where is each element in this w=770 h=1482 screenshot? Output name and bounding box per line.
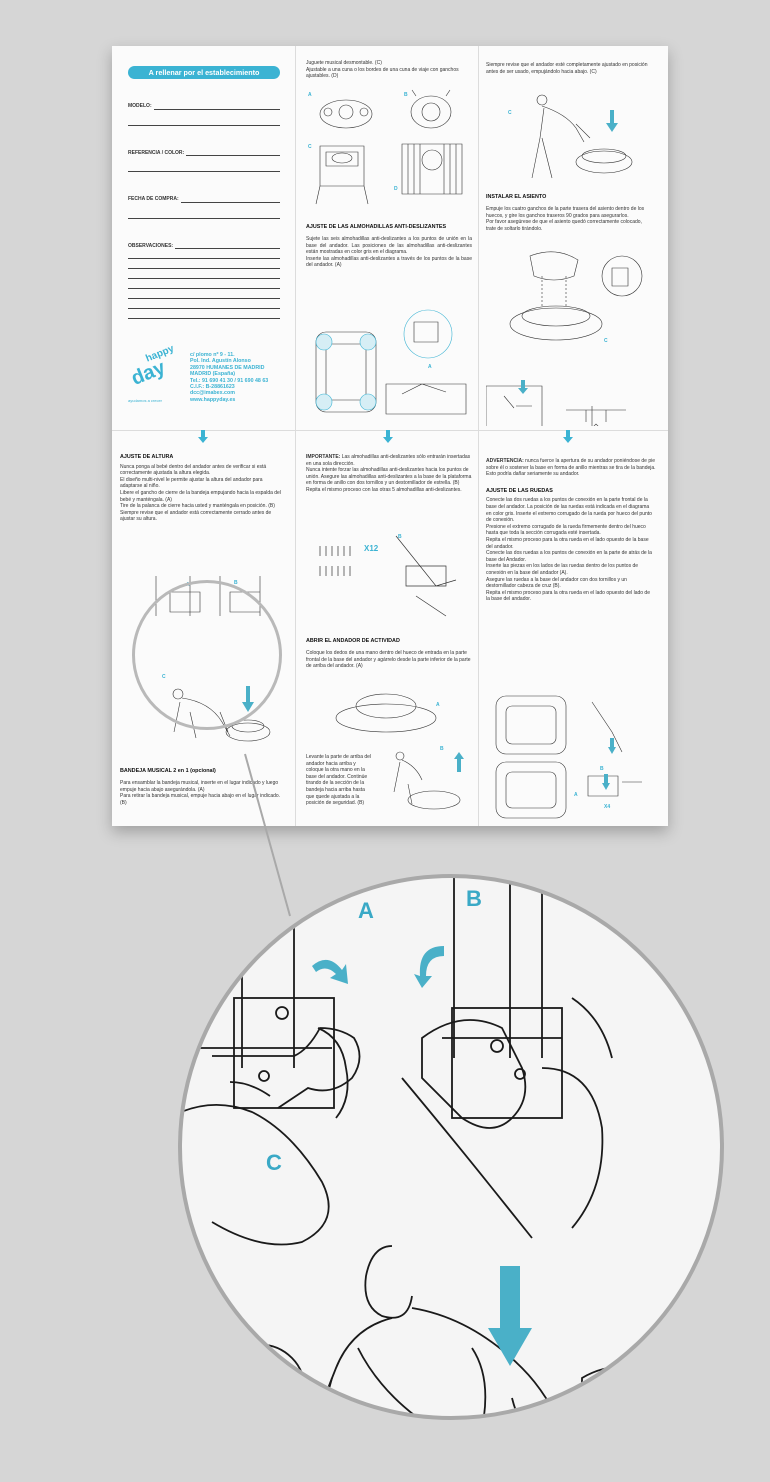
field-observaciones: OBSERVACIONES: (128, 243, 280, 250)
address: c/ plomo nº 9 - 11.Pol. Ind. Agustín Alo… (190, 352, 269, 403)
p2-title: AJUSTE DE LAS ALMOHADILLAS ANTI-DESLIZAN… (306, 224, 447, 230)
field-referencia: REFERENCIA / COLOR: (128, 150, 280, 157)
field-modelo: MODELO: (128, 103, 280, 110)
p5-important: IMPORTANTE: Las almohadillas anti-desliz… (306, 454, 472, 493)
zoom-lens: A B C (178, 874, 724, 1420)
down-arrow-icon (198, 430, 208, 443)
zoom-label-c: C (266, 1150, 282, 1175)
panel-altura: AJUSTE DE ALTURA Nunca ponga al bebé den… (120, 450, 286, 820)
field-fecha: FECHA DE COMPRA: (128, 196, 280, 203)
instruction-leaflet: A rellenar por el establecimiento MODELO… (112, 46, 668, 826)
rotate-arrow-b-icon (414, 946, 444, 988)
toy-illustrations: A B C D (306, 86, 472, 210)
zoom-label-a: A (358, 898, 374, 923)
panel-almohadillas: Juguete musical desmontable. (C) Ajustab… (306, 60, 472, 428)
panel-importante: IMPORTANTE: Las almohadillas anti-desliz… (306, 454, 472, 822)
down-arrow-icon (563, 430, 573, 443)
form-panel: A rellenar por el establecimiento MODELO… (128, 66, 280, 426)
p5-title: ABRIR EL ANDADOR DE ACTIVIDAD (306, 638, 400, 644)
p2-intro: Juguete musical desmontable. (C) Ajustab… (306, 60, 459, 80)
brand-block: happy day ayudamos a crecer c/ plomo nº … (128, 343, 280, 424)
zoom-label-b: B (466, 886, 482, 911)
p3-intro: Siempre revise que el andador esté compl… (486, 62, 648, 75)
wheels-illustration: A B X4 (492, 692, 652, 822)
panel-asiento: Siempre revise que el andador esté compl… (486, 62, 656, 428)
walker-base-illustration: A (306, 302, 472, 426)
lift-walker-illustration: B (378, 744, 470, 814)
rotate-arrow-a-icon (312, 959, 348, 984)
person-check-illustration: C (486, 84, 656, 184)
p4-title: AJUSTE DE ALTURA (120, 454, 174, 460)
down-arrow-large-icon (488, 1266, 532, 1366)
screws-illustration: X12 B (316, 526, 466, 626)
p2-body: Sujete las seis almohadillas anti-desliz… (306, 236, 472, 269)
open-walker-illustration: A (326, 678, 446, 738)
p4-body2: Para ensamblar la bandeja musical, inser… (120, 780, 281, 806)
p6-body: Conecte las dos ruedas a los puntos de c… (486, 497, 652, 603)
p6-title: AJUSTE DE LAS RUEDAS (486, 487, 553, 494)
down-arrow-icon (383, 430, 393, 443)
p4-body: Nunca ponga al bebé dentro del andador a… (120, 463, 281, 523)
p3-title: INSTALAR EL ASIENTO (486, 194, 547, 200)
p5-body: Coloque los dedos de una mano dentro del… (306, 650, 471, 670)
panel-ruedas: ADVERTENCIA: nunca fuerce la apertura de… (486, 458, 656, 822)
p5-body2: Levante la parte de arriba del andador h… (306, 754, 372, 807)
seat-install-illustration: C (486, 246, 656, 426)
p3-body: Empuje los cuatro ganchos de la parte tr… (486, 206, 645, 232)
p6-warning: ADVERTENCIA: nunca fuerce la apertura de… (486, 458, 656, 478)
magnifier-ring (132, 580, 282, 730)
p4-title2: BANDEJA MUSICAL 2 en 1 (opcional) (120, 768, 216, 774)
happyday-logo: happy day (128, 343, 176, 390)
logo-tagline: ayudamos a crecer (128, 398, 163, 403)
form-header: A rellenar por el establecimiento (128, 66, 280, 79)
